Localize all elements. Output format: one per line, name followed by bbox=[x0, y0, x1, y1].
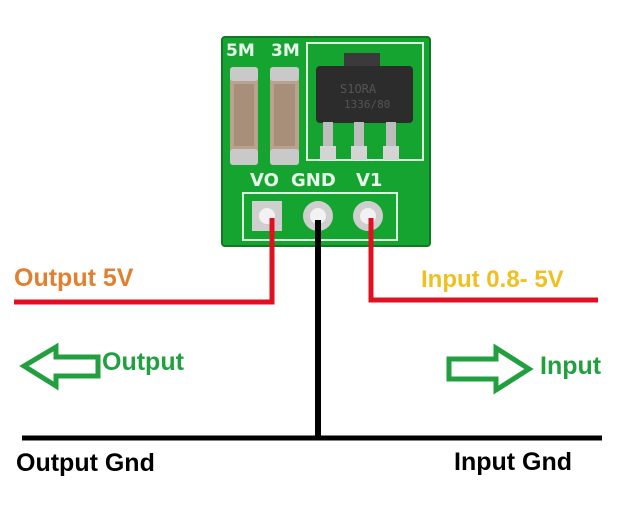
pin-label-gnd: GND bbox=[291, 170, 336, 191]
arrow-left-icon bbox=[19, 342, 101, 391]
capacitor-right bbox=[270, 67, 299, 165]
capacitor-left bbox=[230, 67, 258, 165]
input-wire bbox=[368, 218, 598, 303]
dc-dc-module: 5M 3M S1ORA 1336/80 bbox=[221, 36, 431, 247]
regulator-chip: S1ORA 1336/80 bbox=[316, 53, 413, 160]
chip-marking-2: 1336/80 bbox=[344, 98, 390, 111]
pin-label-vo: VO bbox=[250, 170, 279, 191]
arrow-right-icon bbox=[446, 343, 534, 395]
input-label: Input bbox=[540, 352, 602, 380]
chip-marking-1: S1ORA bbox=[340, 82, 377, 96]
pin-label-v1: V1 bbox=[356, 170, 382, 191]
output-gnd-label: Output Gnd bbox=[16, 449, 155, 477]
pad-v1 bbox=[353, 201, 383, 231]
input-gnd-label: Input Gnd bbox=[454, 448, 573, 476]
input-voltage-label: Input 0.8- 5V bbox=[421, 266, 564, 293]
pad-vo bbox=[252, 201, 282, 231]
output-voltage-label: Output 5V bbox=[14, 264, 134, 292]
pad-gnd bbox=[303, 201, 333, 231]
cap-right-label: 3M bbox=[271, 41, 300, 61]
output-wire bbox=[14, 218, 275, 305]
cap-left-label: 5M bbox=[226, 41, 255, 61]
output-label: Output bbox=[102, 348, 184, 376]
